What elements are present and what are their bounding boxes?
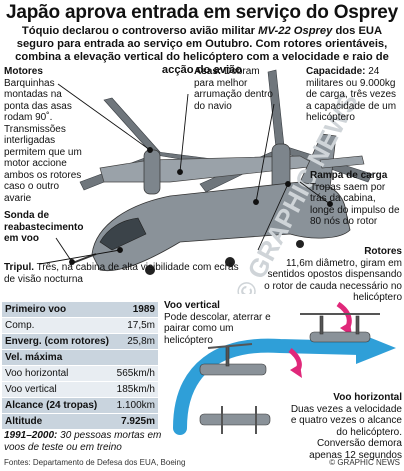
spec-key: Alcance (24 tropas) <box>5 400 98 411</box>
callout-voo-vertical-text: Pode descolar, aterrar e pairar como um … <box>164 311 271 346</box>
callout-sonda: Sonda de reabastecimento em voo <box>4 210 84 244</box>
callout-voo-horizontal-text: Duas vezes a velocidade e quatro vezes o… <box>290 403 402 461</box>
callout-tripul-head: Tripul. <box>4 262 34 273</box>
spec-key: Primeiro voo <box>5 304 67 315</box>
spec-value: 1.100km <box>116 400 155 411</box>
footer-source: Fontes: Departamento de Defesa dos EUA, … <box>4 458 186 467</box>
lead-text-2: dos EUA seguro para entrada ao serviço e… <box>15 25 389 76</box>
spec-key: Voo horizontal <box>5 368 69 379</box>
callout-tripul: Tripul. Três, na cabina de alta visibili… <box>4 262 244 285</box>
accident-note-text: 30 pessoas mortas em voos de teste ou em… <box>4 430 162 453</box>
spec-row: Primeiro voo 1989 <box>2 302 158 318</box>
callout-rampa-text: Tropas saem por trás da cabina, longe do… <box>310 181 400 228</box>
callout-asas: Asas: Dobram para melhor arrumação dentr… <box>194 66 282 112</box>
callout-rampa: Rampa de carga Tropas saem por trás da c… <box>310 170 402 228</box>
callout-rotores-head: Rotores <box>364 246 402 257</box>
lead-text-1: Tóquio declarou o controverso avião mili… <box>21 25 259 37</box>
spec-row: Altitude 7.925m <box>2 414 158 430</box>
spec-value: 1989 <box>132 304 155 315</box>
osprey-illustration: © GRAPHIC NEWS <box>39 69 373 294</box>
page-title: Japão aprova entrada em serviço do Ospre… <box>5 2 399 23</box>
spec-key: Comp. <box>5 320 35 331</box>
spec-value: 565km/h <box>116 368 155 379</box>
spec-value: 25,8m <box>127 336 155 347</box>
spec-value: 17,5m <box>127 320 155 331</box>
callout-rotores-text: 11,6m diâmetro, giram em sentidos oposto… <box>264 257 402 304</box>
callout-motores-text: Barquinhas montadas na ponta das asas ro… <box>4 77 82 204</box>
lead-paragraph: Tóquio declarou o controverso avião mili… <box>4 25 400 77</box>
callout-rampa-head: Rampa de carga <box>310 170 388 181</box>
spec-value: 7.925m <box>121 416 155 427</box>
callout-asas-head: Asas: <box>194 66 222 77</box>
callout-capacidade-head: Capacidade: <box>306 66 366 77</box>
transition-arrow <box>173 338 367 435</box>
accident-note-years: 1991–2000: <box>4 430 58 441</box>
callout-rotores: Rotores 11,6m diâmetro, giram em sentido… <box>260 246 402 304</box>
spec-row: Voo horizontal 565km/h <box>2 366 158 382</box>
callout-voo-vertical-head: Voo vertical <box>164 300 220 311</box>
callout-tripul-text: Três, na cabina de alta visibilidade com… <box>4 262 239 285</box>
spec-row: Enverg. (com rotores) 25,8m <box>2 334 158 350</box>
callout-asas-text: Dobram para melhor arrumação dentro do n… <box>194 66 273 112</box>
flight-modes-diagram <box>173 301 396 435</box>
spec-key: Enverg. (com rotores) <box>5 336 109 347</box>
callout-voo-horizontal: Voo horizontal Duas vezes a velocidade e… <box>290 392 402 461</box>
callout-voo-horizontal-head: Voo horizontal <box>333 392 402 403</box>
callout-capacidade: Capacidade: 24 militares ou 9.000kg de c… <box>306 66 402 124</box>
spec-row: Voo vertical 185km/h <box>2 382 158 398</box>
spec-row: Alcance (24 tropas) 1.100km <box>2 398 158 414</box>
spec-value: 185km/h <box>116 384 155 395</box>
spec-row: Vel. máxima <box>2 350 158 366</box>
callout-motores-head: Motores <box>4 66 43 77</box>
spec-key: Altitude <box>5 416 43 427</box>
footer-credit: © GRAPHIC NEWS <box>329 458 400 467</box>
spec-key: Vel. máxima <box>5 352 63 363</box>
accident-note: 1991–2000: 30 pessoas mortas em voos de … <box>4 430 164 453</box>
callout-capacidade-text: 24 militares ou 9.000kg de carga, três v… <box>306 66 397 123</box>
callout-motores: Motores Barquinhas montadas na ponta das… <box>4 66 86 204</box>
callout-voo-vertical: Voo vertical Pode descolar, aterrar e pa… <box>164 300 272 346</box>
spec-key: Voo vertical <box>5 384 57 395</box>
lead-model: MV-22 Osprey <box>258 25 333 37</box>
spec-row: Comp. 17,5m <box>2 318 158 334</box>
